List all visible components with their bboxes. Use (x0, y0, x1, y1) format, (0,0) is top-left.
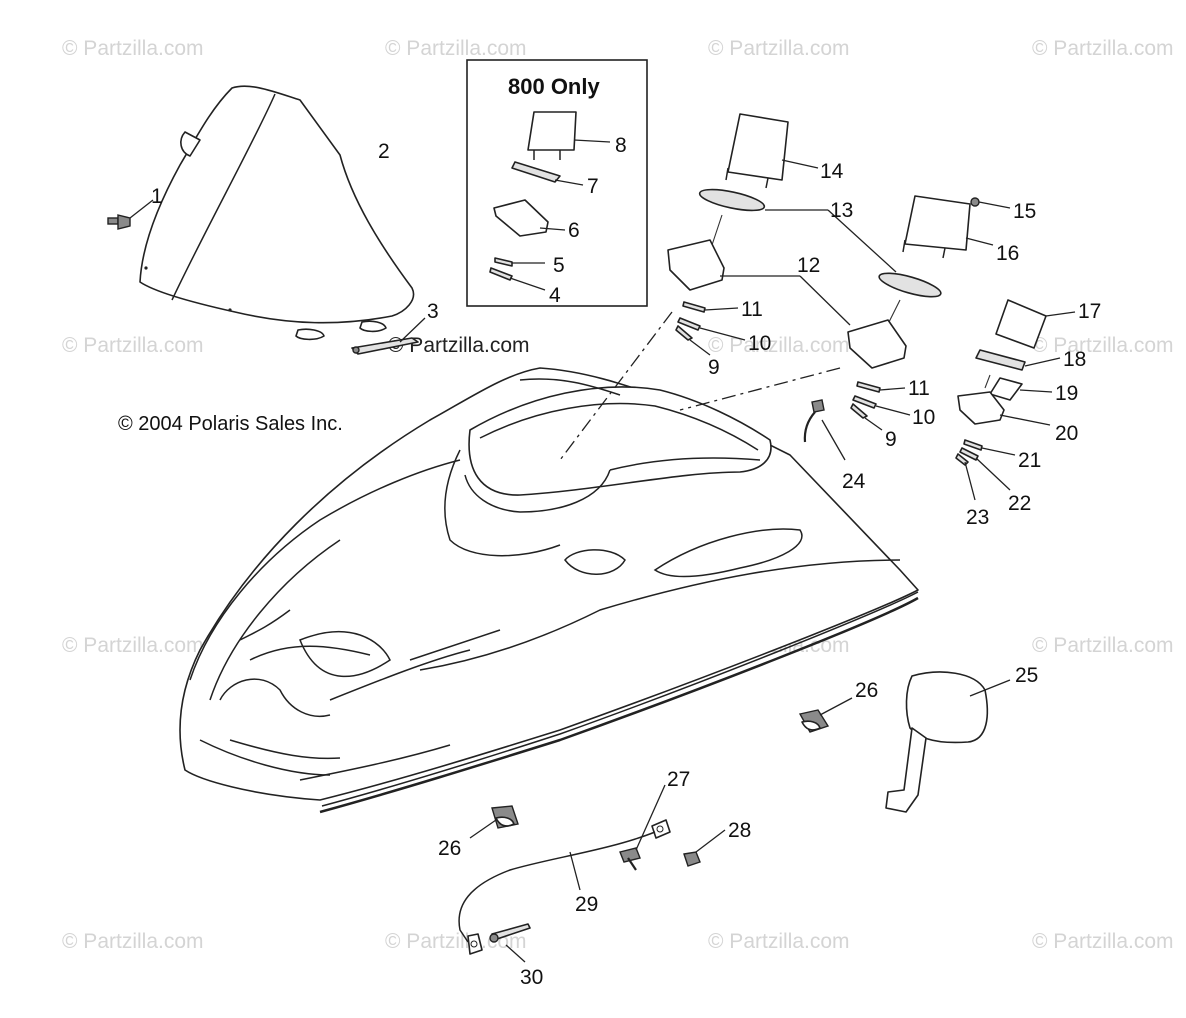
callout-label: 9 (708, 356, 720, 379)
callout-label: 22 (1008, 492, 1031, 515)
callout-label: 20 (1055, 422, 1078, 445)
callout-label: 2 (378, 140, 390, 163)
screw-part (107, 199, 154, 230)
watermark: © Partzilla.com (708, 334, 850, 357)
callout-label: 25 (1015, 664, 1038, 687)
inset-title: 800 Only (508, 74, 600, 99)
copyright-text: © 2004 Polaris Sales Inc. (118, 413, 343, 435)
watermark: © Partzilla.com (708, 37, 850, 60)
callout-label: 15 (1013, 200, 1036, 223)
watermark: © Partzilla.com (1032, 930, 1174, 953)
callout-label: 10 (912, 406, 935, 429)
watermark: © Partzilla.com (708, 930, 850, 953)
inset-box: 800 Only (466, 59, 648, 307)
watermark: © Partzilla.com (62, 930, 204, 953)
callout-label: 9 (885, 428, 897, 451)
callout-label: 30 (520, 966, 543, 989)
callout-label: 29 (575, 893, 598, 916)
watermark: © Partzilla.com (62, 634, 204, 657)
callout-label: 26 (438, 837, 461, 860)
watermark: © Partzilla.com (385, 37, 527, 60)
callout-label: 5 (553, 254, 565, 277)
callout-label: 13 (830, 199, 853, 222)
callout-labels: 1 2 3 4 5 6 7 8 9 9 10 10 11 11 12 13 14… (151, 134, 1101, 989)
watermark-dark: © Partzilla.com (388, 334, 530, 357)
callout-label: 18 (1063, 348, 1086, 371)
callout-label: 4 (549, 284, 561, 307)
callout-label: 28 (728, 819, 751, 842)
watermark: © Partzilla.com (62, 37, 204, 60)
callout-label: 19 (1055, 382, 1078, 405)
callout-label: 8 (615, 134, 627, 157)
gauge-assemblies (667, 113, 1076, 501)
guide-line (559, 311, 673, 461)
lower-parts (458, 671, 1011, 963)
callout-label: 11 (741, 298, 763, 321)
callout-label: 6 (568, 219, 580, 242)
callout-label: 23 (966, 506, 989, 529)
callout-label: 24 (842, 470, 866, 493)
watermark: © Partzilla.com (1032, 334, 1174, 357)
callout-label: 17 (1078, 300, 1101, 323)
callout-label: 1 (151, 185, 163, 208)
watermark: © Partzilla.com (1032, 37, 1174, 60)
callout-label: 7 (587, 175, 599, 198)
windshield-part (139, 85, 415, 341)
trim-strip-part (351, 317, 426, 355)
hood-part (179, 367, 919, 814)
callout-label: 12 (797, 254, 820, 277)
watermark: © Partzilla.com (62, 334, 204, 357)
guide-line (679, 367, 841, 411)
callout-label: 11 (908, 377, 930, 400)
callout-label: 26 (855, 679, 878, 702)
callout-label: 10 (748, 332, 771, 355)
callout-label: 14 (820, 160, 844, 183)
callout-label: 16 (996, 242, 1019, 265)
callout-label: 27 (667, 768, 690, 791)
callout-label: 21 (1018, 449, 1041, 472)
watermark: © Partzilla.com (1032, 634, 1174, 657)
callout-label: 3 (427, 300, 439, 323)
